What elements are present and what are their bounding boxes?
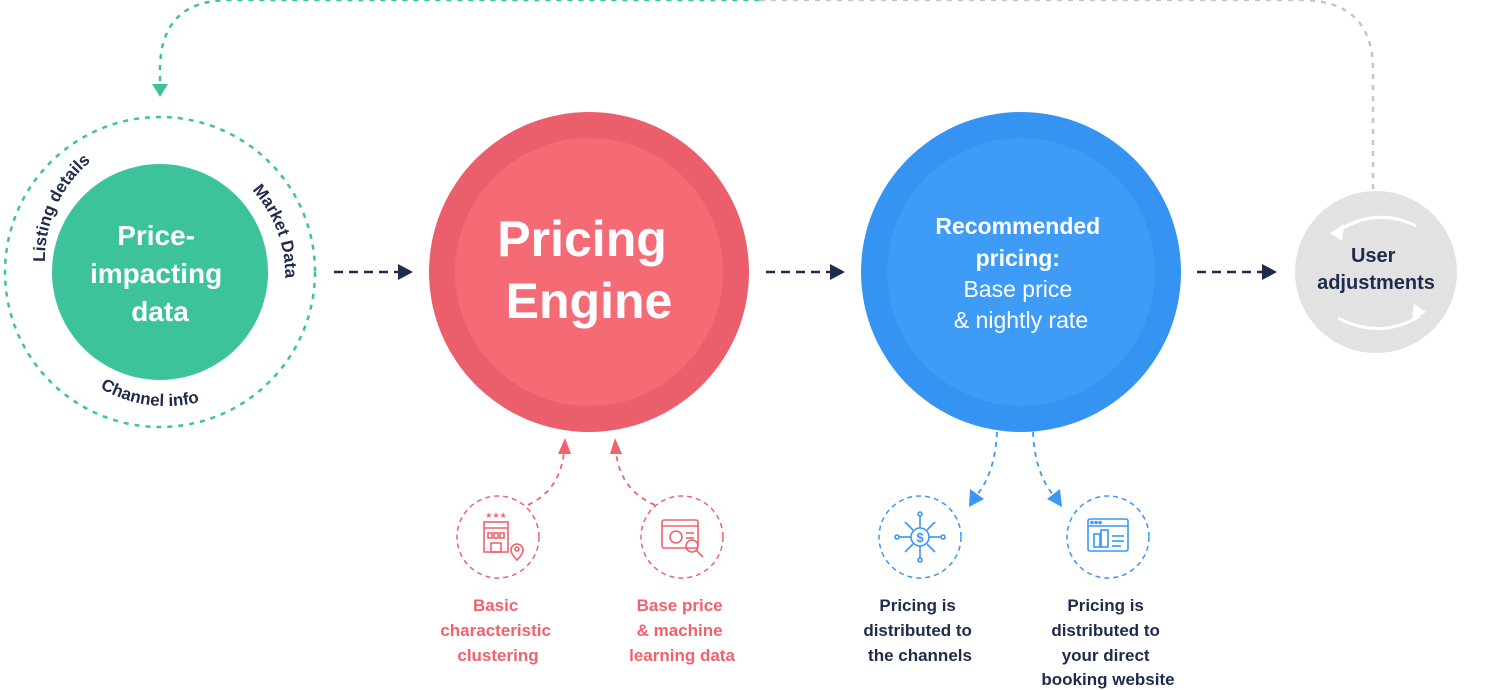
- data-title-line-1: Price-: [117, 220, 195, 251]
- data-title-line-3: data: [131, 296, 189, 327]
- data-outer-ring: [3, 115, 317, 429]
- input-caption-ml-line-3: learning data: [629, 646, 735, 665]
- feedback-loop-green: [158, 0, 760, 92]
- input-caption-clustering-line-3: clustering: [457, 646, 538, 665]
- ring-label-channel: Channel info: [98, 375, 200, 410]
- feedback-loop-grey: [760, 0, 1375, 190]
- cycle-arrows-icon: [1330, 215, 1426, 330]
- svg-text:★★★: ★★★: [485, 511, 507, 520]
- channels-icon-ring: [878, 495, 962, 579]
- output-arrow-website: [1032, 431, 1062, 507]
- engine-circle: [455, 138, 723, 406]
- input-caption-ml-line-1: Base price: [637, 596, 723, 615]
- output-caption-website-line-4: booking website: [1041, 670, 1174, 689]
- input-caption-clustering: Basic characteristic clustering: [440, 596, 555, 665]
- analytics-search-icon: [661, 519, 704, 558]
- user-title-line-1: User: [1351, 245, 1396, 267]
- feedback-arrowhead: [152, 84, 168, 97]
- distribution-dollar-icon: $: [894, 511, 946, 563]
- output-caption-website: Pricing is distributed to your direct bo…: [1041, 596, 1174, 689]
- hotel-location-icon: ★★★: [483, 511, 524, 562]
- ring-label-channel-path: Channel info: [98, 375, 200, 410]
- input-arrow-ml: [610, 438, 656, 506]
- engine-title-line-2: Engine: [506, 273, 673, 329]
- arrow-engine-to-recommended: [766, 264, 845, 280]
- input-caption-clustering-line-2: characteristic: [440, 621, 551, 640]
- data-title: Price- impacting data: [90, 220, 230, 327]
- recommended-title: Recommended pricing: Base price & nightl…: [935, 213, 1106, 333]
- recommended-title-line-3: Base price: [963, 276, 1072, 302]
- output-caption-website-line-1: Pricing is: [1067, 596, 1144, 615]
- output-arrow-channels: [969, 431, 998, 507]
- arrow-data-to-engine: [334, 264, 413, 280]
- data-circle: [52, 164, 268, 380]
- svg-text:$: $: [916, 530, 924, 545]
- output-caption-website-line-2: distributed to: [1051, 621, 1160, 640]
- output-caption-website-line-3: your direct: [1062, 646, 1150, 665]
- output-caption-channels-line-2: distributed to: [863, 621, 972, 640]
- engine-title-line-1: Pricing: [497, 211, 666, 267]
- engine-title: Pricing Engine: [497, 211, 680, 329]
- user-title-line-2: adjustments: [1317, 272, 1435, 294]
- input-caption-ml: Base price & machine learning data: [629, 596, 735, 665]
- recommended-title-line-2: pricing:: [976, 245, 1060, 271]
- input-caption-ml-line-2: & machine: [637, 621, 723, 640]
- data-title-line-2: impacting: [90, 258, 222, 289]
- website-icon: [1087, 518, 1129, 552]
- input-arrow-clustering: [527, 438, 571, 506]
- output-caption-channels-line-3: the channels: [868, 646, 972, 665]
- recommended-title-line-4: & nightly rate: [954, 307, 1088, 333]
- recommended-circle: [887, 138, 1155, 406]
- output-caption-channels: Pricing is distributed to the channels: [863, 596, 976, 665]
- recommended-title-line-1: Recommended: [935, 213, 1100, 239]
- output-caption-channels-line-1: Pricing is: [879, 596, 956, 615]
- arrow-recommended-to-user: [1197, 264, 1277, 280]
- input-caption-clustering-line-1: Basic: [473, 596, 518, 615]
- user-title: User adjustments: [1317, 245, 1435, 294]
